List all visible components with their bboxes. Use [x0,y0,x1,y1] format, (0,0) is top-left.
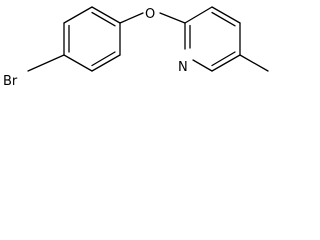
benzene-inner-bond-1 [91,11,116,27]
bromine-bond [27,54,65,72]
benzene-bond-1 [91,6,121,24]
pyridine-bond-2 [211,6,241,24]
benzene-inner-bond-2 [91,51,116,67]
pyridine-bond-4 [211,54,241,72]
benzene-bond-6 [63,6,93,24]
bromophenyl-ring [63,6,121,72]
pyridine-bond-5 [192,59,213,72]
methyl-bond [239,54,269,72]
pyridine-inner-bond-2 [211,51,236,67]
chemical-structure-diagram: Br O N [0,0,294,96]
pyridine-inner-bond-1 [211,11,236,27]
benzene-bond-3 [91,54,121,72]
nitrogen-label: N [178,60,188,75]
ether-bond-right [159,12,186,24]
pyridine-bond-1 [184,6,213,24]
benzene-bond-4 [63,54,93,72]
oxygen-label: O [145,7,155,22]
pyridine-ring [184,6,241,72]
structure-drawing: Br O N [3,6,269,89]
bromine-label: Br [3,74,18,89]
ether-bond-left [119,12,144,24]
